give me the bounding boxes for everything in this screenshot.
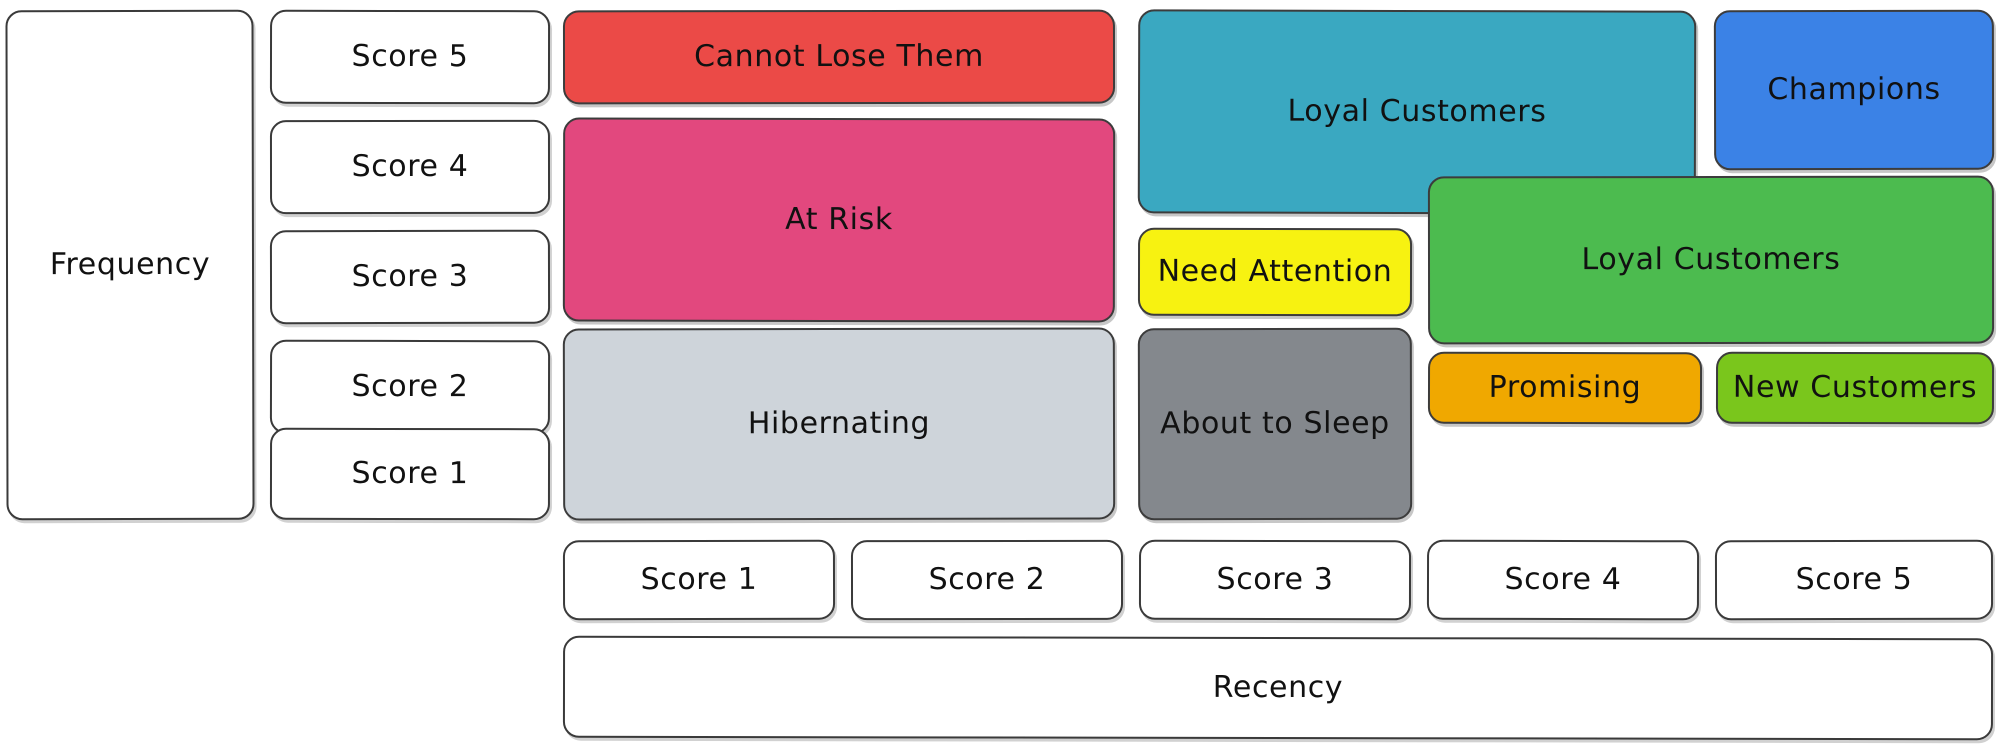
recency-score-3[interactable]: Score 3 bbox=[1138, 539, 1412, 621]
recency-score-1-label: Score 1 bbox=[640, 561, 758, 597]
segment-about-to-sleep[interactable]: About to Sleep bbox=[1137, 327, 1413, 521]
segment-new-customers[interactable]: New Customers bbox=[1715, 351, 1995, 425]
segment-promising[interactable]: Promising bbox=[1427, 351, 1703, 425]
recency-score-3-label: Score 3 bbox=[1216, 561, 1334, 597]
segment-about-to-sleep-label: About to Sleep bbox=[1160, 405, 1390, 441]
recency-score-1[interactable]: Score 1 bbox=[562, 539, 836, 621]
segment-hibernating[interactable]: Hibernating bbox=[562, 327, 1116, 521]
frequency-score-1[interactable]: Score 1 bbox=[269, 427, 551, 521]
segment-champions-label: Champions bbox=[1767, 71, 1941, 107]
recency-score-4-label: Score 4 bbox=[1504, 561, 1622, 597]
frequency-axis-label-text: Frequency bbox=[49, 246, 211, 282]
frequency-score-4[interactable]: Score 4 bbox=[269, 119, 551, 215]
segment-champions[interactable]: Champions bbox=[1713, 9, 1995, 171]
frequency-score-2[interactable]: Score 2 bbox=[269, 339, 551, 435]
segment-hibernating-label: Hibernating bbox=[747, 405, 931, 441]
frequency-score-1-label: Score 1 bbox=[351, 455, 469, 491]
segment-need-attention[interactable]: Need Attention bbox=[1137, 227, 1413, 317]
recency-score-2-label: Score 2 bbox=[928, 561, 1046, 597]
segment-loyal-customers-green[interactable]: Loyal Customers bbox=[1427, 175, 1995, 345]
segment-cannot-lose-them-label: Cannot Lose Them bbox=[694, 38, 984, 74]
segment-need-attention-label: Need Attention bbox=[1157, 253, 1393, 289]
frequency-score-5[interactable]: Score 5 bbox=[269, 9, 551, 105]
recency-score-5[interactable]: Score 5 bbox=[1714, 539, 1994, 621]
segment-new-customers-label: New Customers bbox=[1732, 369, 1978, 405]
recency-axis-label-text: Recency bbox=[1212, 669, 1344, 705]
frequency-score-2-label: Score 2 bbox=[351, 368, 469, 404]
frequency-score-4-label: Score 4 bbox=[351, 148, 469, 184]
segment-promising-label: Promising bbox=[1488, 369, 1642, 405]
frequency-score-5-label: Score 5 bbox=[351, 38, 469, 74]
recency-score-2[interactable]: Score 2 bbox=[850, 539, 1124, 621]
recency-axis-label: Recency bbox=[562, 635, 1994, 741]
segment-at-risk[interactable]: At Risk bbox=[562, 117, 1116, 323]
frequency-axis-label: Frequency bbox=[5, 9, 255, 521]
segment-cannot-lose-them[interactable]: Cannot Lose Them bbox=[562, 9, 1116, 105]
recency-score-4[interactable]: Score 4 bbox=[1426, 539, 1700, 621]
recency-score-5-label: Score 5 bbox=[1795, 561, 1913, 597]
segment-at-risk-label: At Risk bbox=[785, 201, 893, 237]
segment-loyal-customers-green-label: Loyal Customers bbox=[1581, 241, 1841, 277]
segment-loyal-customers-teal-label: Loyal Customers bbox=[1287, 93, 1547, 130]
frequency-score-3[interactable]: Score 3 bbox=[269, 229, 551, 325]
frequency-score-3-label: Score 3 bbox=[351, 258, 469, 294]
